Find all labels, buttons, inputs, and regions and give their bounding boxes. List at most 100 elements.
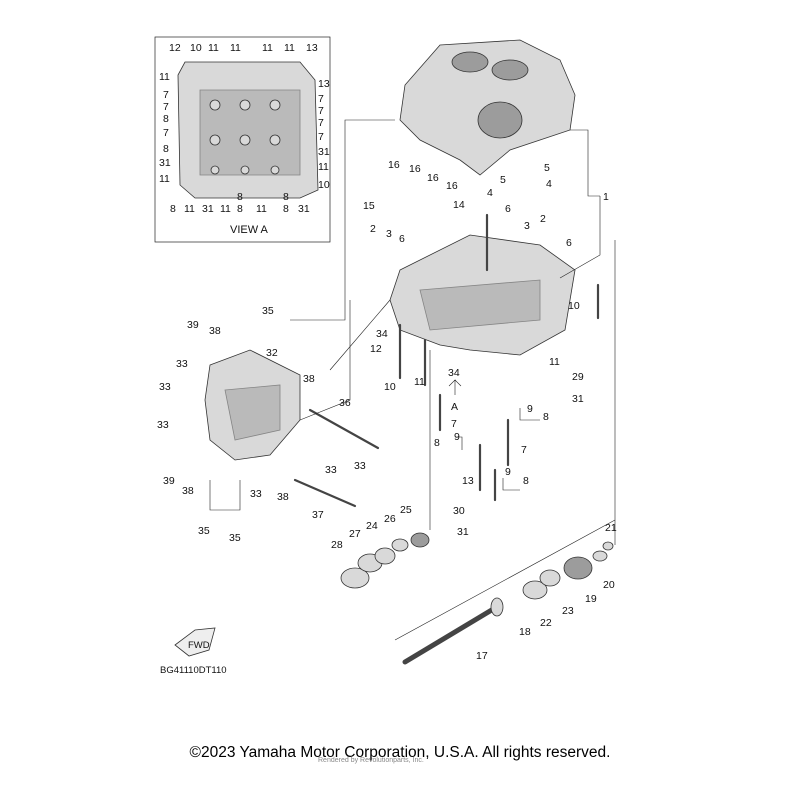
callout: 10	[384, 381, 396, 393]
callout: 16	[427, 172, 439, 184]
callout: 15	[363, 200, 375, 212]
callout: 35	[198, 525, 210, 537]
callout: 5	[544, 162, 550, 174]
callout: 19	[585, 593, 597, 605]
view-callout: 8	[163, 143, 169, 155]
lower-crankcase	[389, 234, 576, 356]
callout: 16	[446, 180, 458, 192]
callout: 35	[229, 532, 241, 544]
callout: 31	[572, 393, 584, 405]
view-callout: 8	[283, 191, 289, 203]
callout: 8	[543, 411, 549, 423]
crankcase-cover	[204, 349, 301, 461]
callout: 25	[400, 504, 412, 516]
view-callout: 12	[169, 42, 181, 54]
callout: 9	[454, 431, 460, 443]
callout: 4	[487, 187, 493, 199]
callout: 9	[505, 466, 511, 478]
callout: 39	[163, 475, 175, 487]
callout: 31	[457, 526, 469, 538]
view-callout: 8	[237, 191, 243, 203]
view-callout: 11	[318, 161, 329, 173]
callout: 3	[386, 228, 392, 240]
bearings-and-seals	[340, 532, 614, 600]
callout: 24	[366, 520, 378, 532]
view-callout: 31	[202, 203, 214, 215]
view-callout: 7	[163, 89, 169, 101]
callout: 6	[505, 203, 511, 215]
callout: 18	[519, 626, 531, 638]
leader-lines	[209, 119, 616, 641]
callout: 38	[277, 491, 289, 503]
view-callout: 13	[318, 78, 330, 90]
callout: 8	[523, 475, 529, 487]
callout: 39	[187, 319, 199, 331]
callout: 13	[462, 475, 474, 487]
view-a-frame	[154, 36, 331, 243]
view-callout: 11	[159, 71, 170, 83]
callout: 11	[414, 376, 425, 388]
view-callout: 8	[163, 113, 169, 125]
view-a-callouts: 12 10 11 11 11 11 13 11 13 7 7 7 7 8 7 7…	[159, 42, 330, 215]
view-callout: 11	[230, 42, 241, 54]
callout: 1	[603, 191, 609, 203]
main-callouts: 1 2 2 3 3 4 4 5 5 6 6 6 7 7 8 8 8 9 9 9 …	[157, 159, 617, 662]
callout: 22	[540, 617, 552, 629]
drive-shaft	[402, 597, 504, 665]
callout: 17	[476, 650, 488, 662]
callout: 35	[262, 305, 274, 317]
callout: 7	[451, 418, 457, 430]
callout: 4	[546, 178, 552, 190]
callout: 29	[572, 371, 584, 383]
callout: 33	[176, 358, 188, 370]
callout: 32	[266, 347, 278, 359]
callout: 34	[376, 328, 388, 340]
callout: 30	[453, 505, 465, 517]
view-callout: 7	[318, 105, 324, 117]
view-a-crankcase-illustration	[177, 61, 319, 199]
fwd-arrow: FWD	[174, 627, 216, 657]
callout: 6	[399, 233, 405, 245]
view-callout: 11	[262, 42, 273, 54]
view-callout: 8	[170, 203, 176, 215]
callout: 36	[339, 397, 351, 409]
callout: 21	[605, 522, 617, 534]
view-callout: 7	[318, 93, 324, 105]
view-callout: 11	[220, 203, 231, 215]
callout: 27	[349, 528, 361, 540]
callout: 33	[250, 488, 262, 500]
callout: 14	[453, 199, 465, 211]
view-callout: 8	[237, 203, 243, 215]
view-a-label: VIEW A	[230, 224, 269, 236]
arrow-label: A	[451, 401, 458, 413]
view-callout: 31	[318, 146, 330, 158]
view-callout: 10	[190, 42, 202, 54]
callout: 33	[157, 419, 169, 431]
callout: 23	[562, 605, 574, 617]
view-callout: 7	[318, 117, 324, 129]
view-callout: 11	[184, 203, 195, 215]
callout: 7	[521, 444, 527, 456]
callout: 2	[370, 223, 376, 235]
callout: 38	[209, 325, 221, 337]
callout: 20	[603, 579, 615, 591]
vertical-bolts	[398, 213, 600, 502]
view-callout: 11	[208, 42, 219, 54]
callout: 5	[500, 174, 506, 186]
callout: 26	[384, 513, 396, 525]
view-callout: 11	[256, 203, 267, 215]
upper-crankcase	[399, 39, 576, 176]
view-callout: 13	[306, 42, 318, 54]
view-callout: 31	[159, 157, 171, 169]
callout: 33	[159, 381, 171, 393]
view-callout: 11	[284, 42, 295, 54]
diagram-code: BG41110DT110	[160, 665, 227, 676]
view-callout: 8	[283, 203, 289, 215]
copyright-notice: ©2023 Yamaha Motor Corporation, U.S.A. A…	[189, 744, 611, 761]
callout: 28	[331, 539, 343, 551]
callout: 6	[566, 237, 572, 249]
callout: 11	[549, 356, 560, 368]
view-callout: 11	[159, 173, 170, 185]
fwd-label: FWD	[188, 640, 210, 651]
